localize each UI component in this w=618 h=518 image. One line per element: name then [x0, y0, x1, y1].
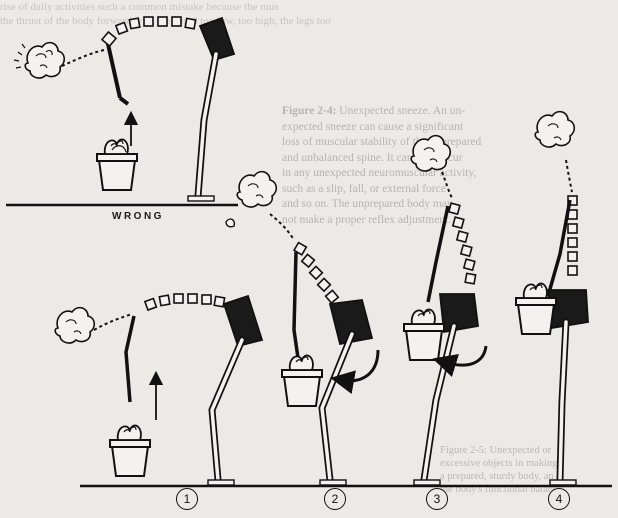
- step-1-figure: [55, 294, 262, 485]
- wrong-label: WRONG: [112, 211, 164, 222]
- step-number-2: 2: [324, 488, 346, 510]
- sneeze-head-icon: [535, 112, 574, 147]
- sneeze-head-icon: [14, 43, 64, 78]
- step-number-3: 3: [426, 488, 448, 510]
- sneeze-head-icon: [55, 308, 94, 343]
- step-3-figure: [404, 136, 486, 485]
- sneeze-head-icon: [411, 136, 450, 171]
- sneeze-head-icon: [226, 172, 276, 227]
- wrong-posture-figure: [6, 17, 238, 205]
- step-number-4: 4: [548, 488, 570, 510]
- step-4-figure: [516, 112, 588, 485]
- step-number-1: 1: [176, 488, 198, 510]
